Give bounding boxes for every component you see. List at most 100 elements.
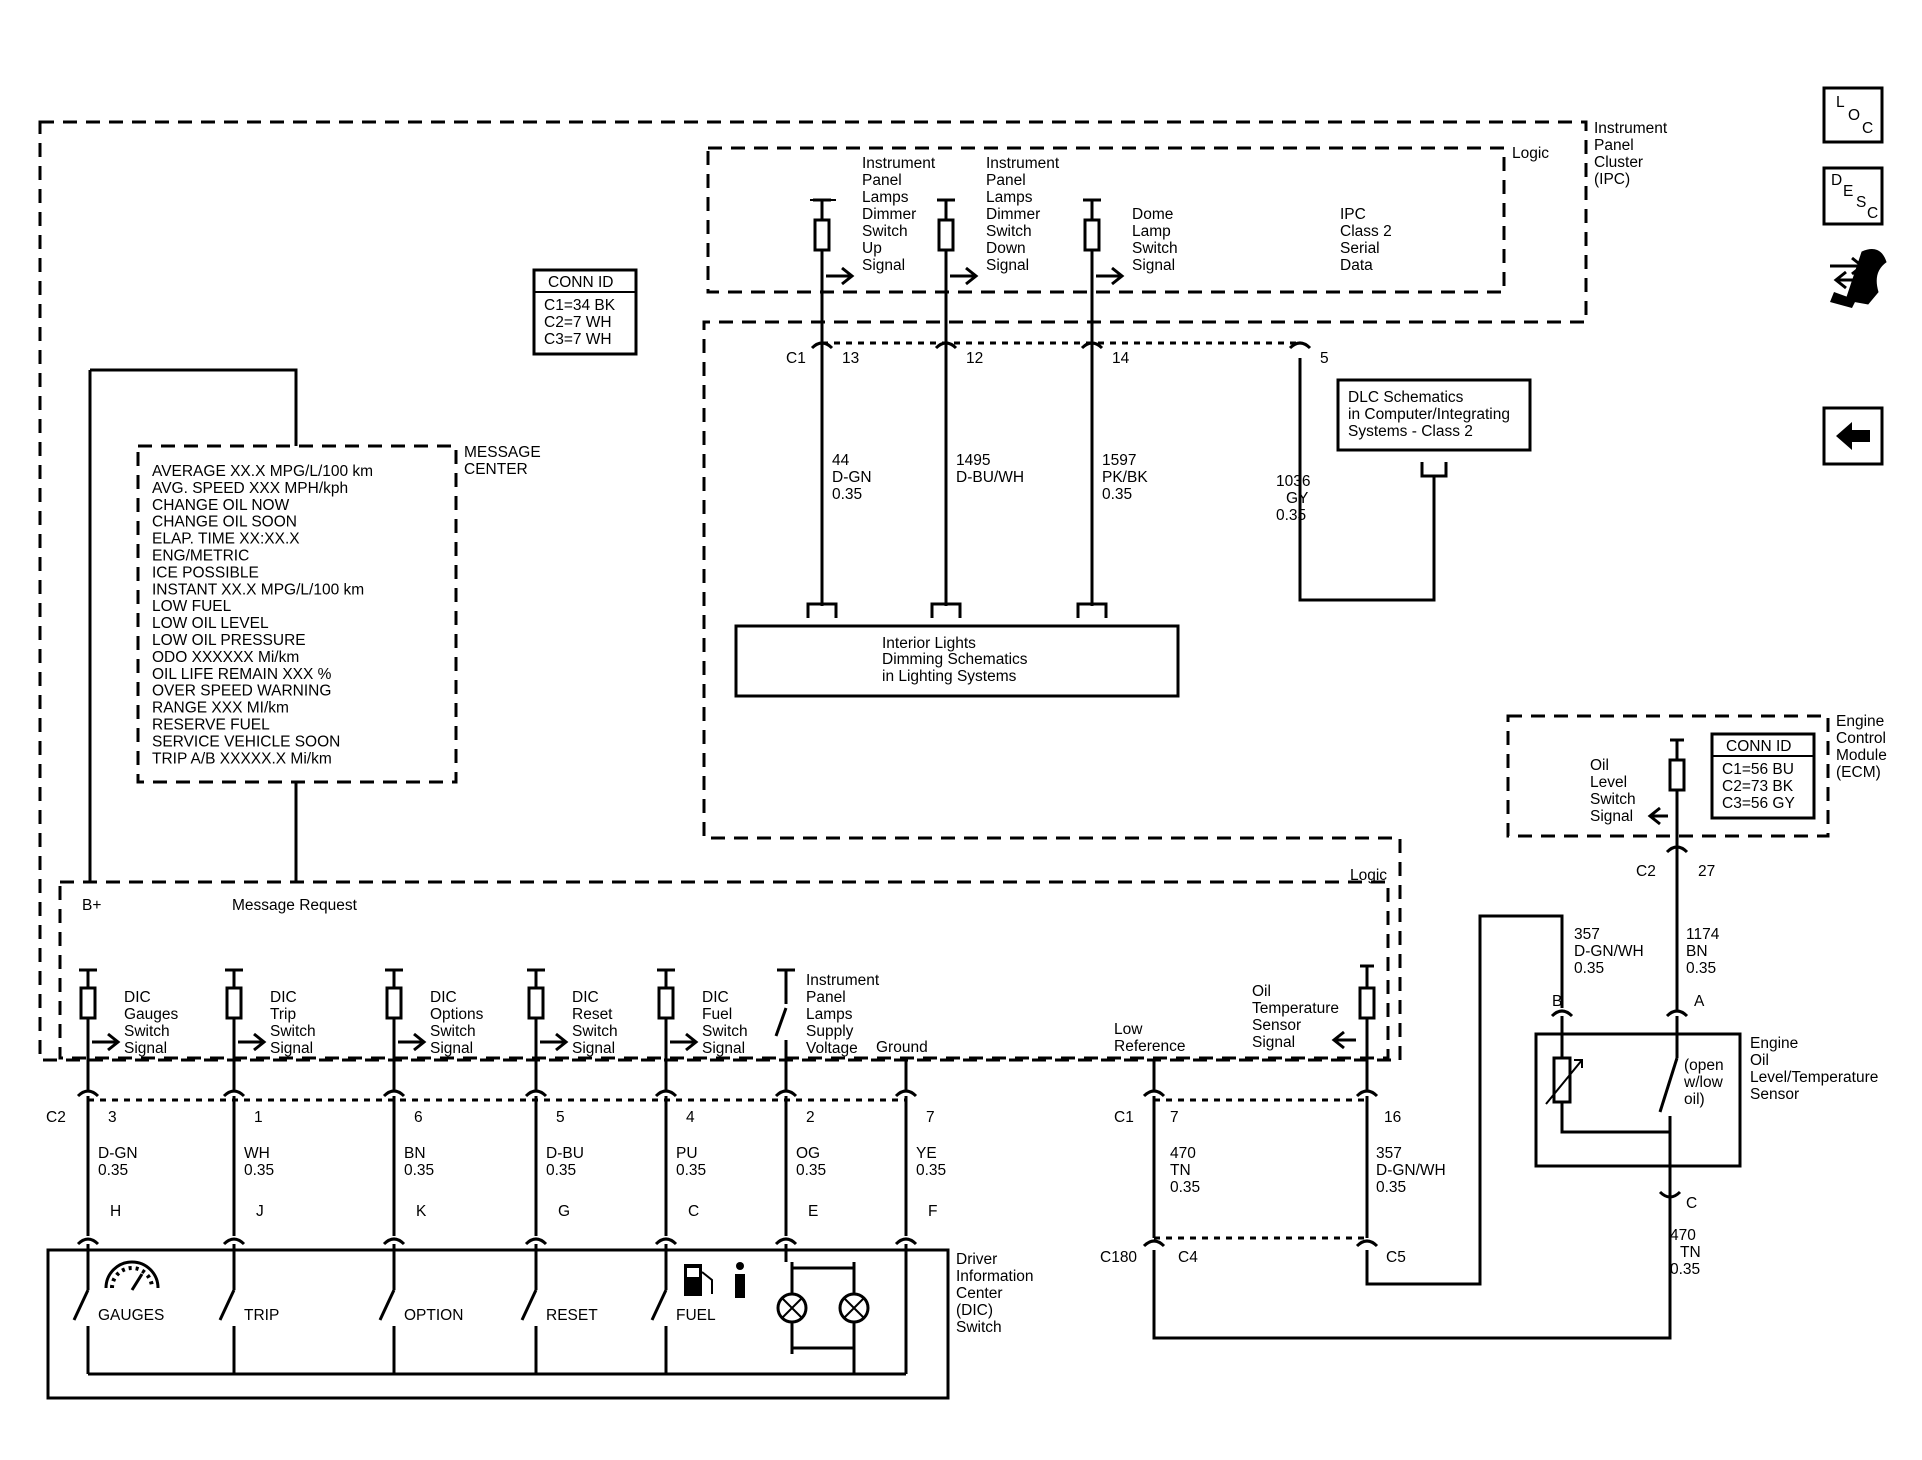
message-center-item: AVERAGE XX.X MPG/L/100 km <box>152 463 373 480</box>
wire-number: 1495 <box>956 452 990 469</box>
wire-470-lower <box>1152 1196 1672 1340</box>
svg-text:Level: Level <box>1590 774 1627 791</box>
wire-color: GY <box>1286 490 1308 507</box>
terminal-letter: H <box>110 1203 121 1220</box>
svg-text:(ECM): (ECM) <box>1836 764 1881 781</box>
signal-label: Supply <box>806 1023 854 1040</box>
logic-label-bottom: Logic <box>1350 867 1387 884</box>
signal-label: Lamps <box>862 189 909 206</box>
svg-text:C2=73 BK: C2=73 BK <box>1722 778 1794 795</box>
wire-gauge: 0.35 <box>796 1162 826 1179</box>
signal-label: Switch <box>702 1023 748 1040</box>
low-reference-signal: Low Reference <box>1114 1021 1186 1092</box>
signal-label: Dimmer <box>986 206 1040 223</box>
signal-label: Lamps <box>806 1006 853 1023</box>
ecm-oil-level-signal: Oil Level Switch Signal <box>1590 757 1636 825</box>
svg-text:in Lighting Systems: in Lighting Systems <box>882 668 1017 685</box>
wire-gauge: 0.35 <box>676 1162 706 1179</box>
connector-pin: 6 <box>414 1109 423 1126</box>
ecm-title: Engine Control Module (ECM) <box>1836 713 1887 781</box>
logic-label-top: Logic <box>1512 145 1549 162</box>
signal-label: Switch <box>986 223 1032 240</box>
back-arrow-icon[interactable] <box>1822 406 1884 466</box>
svg-text:0.35: 0.35 <box>1170 1179 1200 1196</box>
svg-text:Temperature: Temperature <box>1252 1000 1339 1017</box>
svg-text:Center: Center <box>956 1285 1003 1302</box>
dlc-schematics-box[interactable]: DLC Schematics in Computer/Integrating S… <box>1336 378 1532 452</box>
svg-text:in Computer/Integrating: in Computer/Integrating <box>1348 406 1510 423</box>
wire-gauge: 0.35 <box>832 486 862 503</box>
wire-number: 44 <box>832 452 850 469</box>
connector-pin: 13 <box>842 350 859 367</box>
terminal-letter: J <box>256 1203 264 1220</box>
wire-470-right-label: 470 TN 0.35 <box>1670 1227 1701 1278</box>
wire-357-lower <box>1365 914 1564 1286</box>
signal-label: Lamps <box>986 189 1033 206</box>
svg-text:Oil: Oil <box>1750 1052 1769 1069</box>
signal-label: Lamp <box>1132 223 1171 240</box>
svg-text:470: 470 <box>1170 1145 1196 1162</box>
message-center-item: TRIP A/B XXXXX.X Mi/km <box>152 750 332 767</box>
c1-label: C1 <box>786 350 806 367</box>
signal-label: Switch <box>430 1023 476 1040</box>
signal-label: Reset <box>572 1006 613 1023</box>
bottom-signal-2: InstrumentPanelLampsSupplyVoltage2OG0.35… <box>774 968 880 1246</box>
signal-label: DIC <box>702 989 729 1006</box>
ipc-title: Instrument Panel Cluster (IPC) <box>1594 120 1668 188</box>
svg-text:(DIC): (DIC) <box>956 1302 993 1319</box>
signal-label: Switch <box>270 1023 316 1040</box>
dash-lamps <box>776 1262 870 1374</box>
message-center-item: LOW OIL PRESSURE <box>152 632 306 649</box>
signal-label: Instrument <box>986 155 1060 172</box>
wire-gauge: 0.35 <box>1276 507 1306 524</box>
oil-temp-signal: Oil Temperature Sensor Signal <box>1252 964 1376 1092</box>
gauge-icon <box>104 1260 160 1291</box>
thermistor-icon <box>1552 1056 1572 1104</box>
svg-text:Switch: Switch <box>1590 791 1636 808</box>
sensor-title: Engine Oil Level/Temperature Sensor <box>1750 1035 1878 1103</box>
desc-icon[interactable]: D E S C <box>1822 166 1884 226</box>
signal-label: Switch <box>1132 240 1178 257</box>
signal-label: Instrument <box>806 972 880 989</box>
signal-label: Signal <box>862 257 905 274</box>
svg-text:(IPC): (IPC) <box>1594 171 1630 188</box>
info-icon <box>735 1262 745 1298</box>
svg-text:Dimming Schematics: Dimming Schematics <box>882 651 1028 668</box>
low-ref-pin: 7 <box>1170 1109 1179 1126</box>
signal-label: Dome <box>1132 206 1173 223</box>
wire-number: 1597 <box>1102 452 1136 469</box>
signal-label: DIC <box>430 989 457 1006</box>
message-center-title: MESSAGE <box>464 444 541 461</box>
signal-label: Signal <box>572 1040 615 1057</box>
svg-text:w/low: w/low <box>1683 1074 1724 1091</box>
svg-text:C2=7 WH: C2=7 WH <box>544 314 612 331</box>
svg-text:oil): oil) <box>1684 1091 1705 1108</box>
wire-1036 <box>1298 358 1436 602</box>
wire-gauge: 0.35 <box>98 1162 128 1179</box>
svg-text:Signal: Signal <box>1590 808 1633 825</box>
svg-text:Oil: Oil <box>1590 757 1609 774</box>
signal-label: Data <box>1340 257 1373 274</box>
signal-label: Signal <box>124 1040 167 1057</box>
wrench-arrows-icon[interactable] <box>1830 249 1887 308</box>
wire-number: 1036 <box>1276 473 1310 490</box>
wire-gauge: 0.35 <box>244 1162 274 1179</box>
wire-color: BN <box>404 1145 426 1162</box>
signal-label: Instrument <box>862 155 936 172</box>
svg-text:1174: 1174 <box>1686 926 1720 943</box>
svg-text:CONN ID: CONN ID <box>1726 738 1791 755</box>
wire-gauge: 0.35 <box>1102 486 1132 503</box>
dic-switch-label: FUEL <box>676 1307 716 1324</box>
svg-text:C3=56 GY: C3=56 GY <box>1722 795 1795 812</box>
top-signal-12: InstrumentPanelLampsDimmerSwitchDownSign… <box>930 155 1060 618</box>
logic-box-bottom <box>58 880 1390 1060</box>
loc-icon[interactable]: L O C <box>1822 86 1884 144</box>
message-center-item: ICE POSSIBLE <box>152 564 259 581</box>
wire-color: D-GN <box>98 1145 138 1162</box>
svg-text:0.35: 0.35 <box>1686 960 1716 977</box>
svg-text:D-GN/WH: D-GN/WH <box>1376 1162 1446 1179</box>
interior-lights-box[interactable]: Interior Lights Dimming Schematics in Li… <box>734 624 1180 698</box>
